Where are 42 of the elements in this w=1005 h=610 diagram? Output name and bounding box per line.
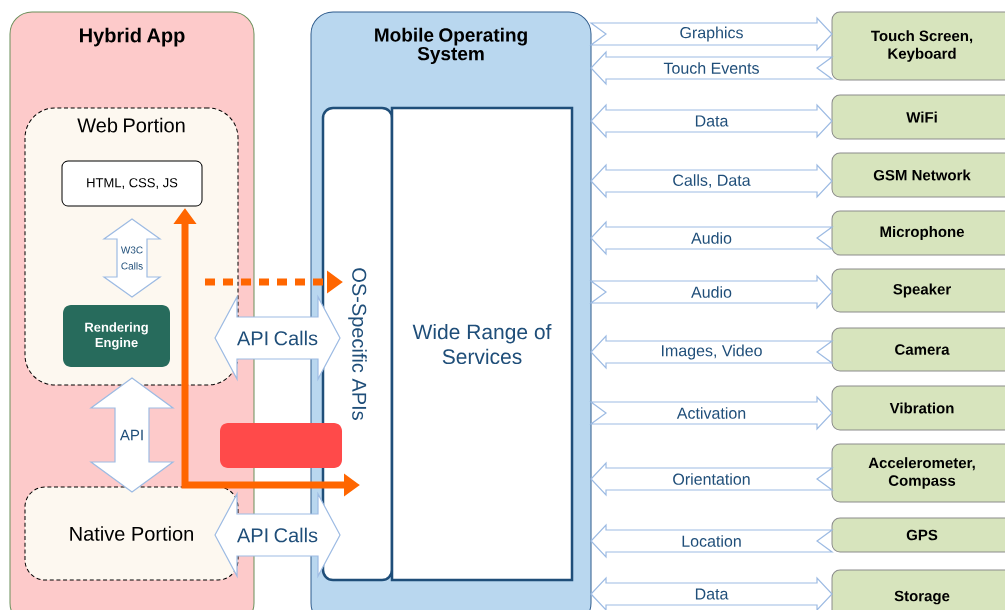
chevron-arrow bbox=[590, 576, 833, 610]
device-box: Touch Screen, Keyboard bbox=[831, 11, 1005, 81]
edge-label: Audio bbox=[691, 232, 732, 244]
edge-label: Orientation bbox=[673, 473, 750, 485]
device-box: Accelerometer, Compass bbox=[831, 443, 1005, 503]
services-box: Wide Range of Services bbox=[390, 106, 574, 582]
engine-box: Rendering Engine bbox=[63, 305, 170, 367]
edge-label: Calls, Data bbox=[673, 174, 751, 188]
device-box: Speaker bbox=[831, 268, 1005, 313]
chevron-arrow bbox=[590, 523, 834, 559]
edge-label: Audio bbox=[691, 286, 732, 298]
framework-box bbox=[220, 423, 342, 468]
chevron-arrow bbox=[589, 395, 833, 431]
device-box: GPS bbox=[831, 517, 1005, 553]
edge-label: Touch Events bbox=[663, 62, 759, 74]
edge-label: Data bbox=[695, 588, 729, 600]
code-box: HTML, CSS, JS bbox=[61, 160, 203, 207]
device-box: Storage bbox=[831, 569, 1005, 610]
device-box: Vibration bbox=[831, 385, 1005, 431]
chevron-arrow bbox=[590, 103, 833, 139]
edge-label: API bbox=[119, 429, 143, 441]
chevron-arrow bbox=[590, 334, 834, 370]
edge-label: Graphics bbox=[680, 26, 743, 42]
edge-label: Activation bbox=[676, 407, 746, 419]
device-box: WiFi bbox=[831, 94, 1005, 140]
device-box: GSM Network bbox=[831, 152, 1005, 198]
block-arrow bbox=[89, 377, 175, 493]
device-box: Camera bbox=[831, 327, 1005, 372]
block-arrow bbox=[214, 294, 341, 382]
edge-label: W3C Calls bbox=[120, 246, 143, 270]
chevron-arrow bbox=[589, 16, 833, 52]
chevron-arrow bbox=[589, 274, 833, 310]
edge-label: Location bbox=[682, 535, 741, 547]
chevron-arrow bbox=[590, 50, 834, 86]
device-box: Microphone bbox=[831, 210, 1005, 256]
block-arrow bbox=[102, 218, 162, 298]
chevron-arrow bbox=[590, 163, 833, 199]
edge-label: Images, Video bbox=[662, 344, 762, 360]
block-arrow bbox=[214, 491, 341, 579]
chevron-arrow bbox=[590, 220, 834, 256]
edge-label: Data bbox=[695, 115, 729, 127]
chevron-arrow bbox=[590, 461, 834, 497]
